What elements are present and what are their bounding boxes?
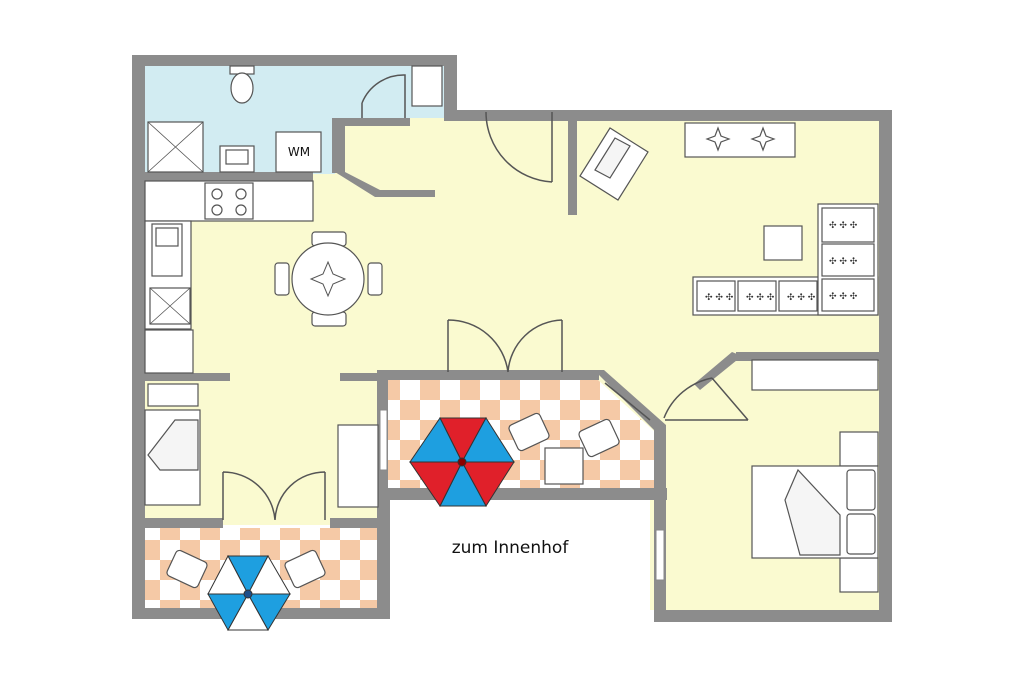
door-entrance (485, 111, 553, 183)
svg-text:✣ ✣ ✣: ✣ ✣ ✣ (705, 293, 734, 303)
door-terrace-left (222, 471, 326, 521)
sideboard-icon (684, 122, 796, 158)
bathroom-floor (145, 65, 445, 118)
svg-text:✣ ✣ ✣: ✣ ✣ ✣ (787, 293, 816, 303)
washer-label: WM (288, 145, 310, 159)
dining-table-icon (274, 231, 383, 327)
umbrella-blue-white-icon (207, 554, 291, 632)
wall-bath-right (332, 118, 345, 173)
shower-icon (147, 121, 204, 173)
furniture: ✣ ✣ ✣ ✣ ✣ ✣ ✣ ✣ ✣ ✣ ✣ ✣ ✣ ✣ ✣ ✣ ✣ ✣ (144, 65, 879, 593)
terrace-chair-right-a (508, 412, 550, 452)
wall-top-step (444, 55, 457, 120)
wall-terrace-right-top (377, 370, 599, 380)
wall-terrace-right-bottom (377, 488, 667, 500)
wall-partition-right (568, 120, 577, 215)
coffee-table (763, 225, 803, 261)
corner-sofa-icon (692, 203, 879, 316)
wall-bottom-bedroom (654, 610, 892, 622)
washer-icon (275, 131, 322, 173)
fridge (144, 329, 194, 374)
wall-bath-mid (335, 118, 410, 126)
wall-outer-right (879, 110, 892, 622)
wall-niche-b (340, 373, 380, 381)
main-floor (145, 118, 880, 520)
terrace-chair-right-b (578, 418, 620, 458)
toilet-icon (229, 65, 255, 104)
door-bedroom (663, 377, 749, 421)
window-bedroom-left (655, 529, 665, 581)
window-terrace-left (379, 409, 388, 471)
courtyard-label: zum Innenhof (452, 538, 570, 558)
wall-niche-a (145, 373, 230, 381)
wall-bedroom-diagonal (694, 352, 742, 390)
doors (222, 74, 749, 521)
svg-text:✣ ✣ ✣: ✣ ✣ ✣ (829, 292, 858, 302)
wall-top-bath (132, 55, 457, 66)
bedroom-wardrobe (751, 359, 879, 391)
terrace-table-right (544, 447, 584, 485)
wall-bedroom-left (654, 425, 666, 622)
wall-bedroom-top (736, 352, 892, 361)
wall-bath-diagonal (335, 172, 435, 197)
umbrella-red-blue-icon (409, 417, 515, 507)
wall-outer-left (132, 55, 145, 618)
terrace-chair-left-a (166, 549, 208, 589)
nightstand-bottom (839, 557, 879, 593)
wall-terrace-left-right (377, 490, 390, 619)
nightstand-top (839, 431, 879, 467)
wall-terrace-diagonal (594, 370, 666, 432)
terrace-chair-left-b (284, 549, 326, 589)
double-bed-icon (751, 465, 879, 559)
svg-text:✣ ✣ ✣: ✣ ✣ ✣ (829, 221, 858, 231)
stove-icon (204, 182, 254, 220)
wall-top-main (444, 110, 892, 121)
wall-terrace-left-top-a (145, 518, 223, 528)
kitchen-sink-icon (151, 223, 183, 277)
wardrobe-niche (337, 424, 379, 508)
door-corner (604, 382, 651, 421)
wall-bath-bottom (145, 172, 313, 181)
wall-terrace-left-top-b (330, 518, 385, 528)
door-terrace-french (447, 319, 563, 373)
bath-sink-icon (219, 145, 255, 173)
bath-cabinet (411, 65, 443, 107)
single-bed-icon (144, 383, 201, 506)
door-bathroom (361, 74, 406, 118)
svg-text:✣ ✣ ✣: ✣ ✣ ✣ (746, 293, 775, 303)
sofa-cushion-dots: ✣ ✣ ✣ ✣ ✣ ✣ ✣ ✣ ✣ ✣ ✣ ✣ ✣ ✣ ✣ ✣ ✣ ✣ (705, 221, 858, 303)
desk-icon (579, 127, 649, 201)
svg-text:✣ ✣ ✣: ✣ ✣ ✣ (829, 257, 858, 267)
dishwasher-icon (149, 287, 191, 325)
